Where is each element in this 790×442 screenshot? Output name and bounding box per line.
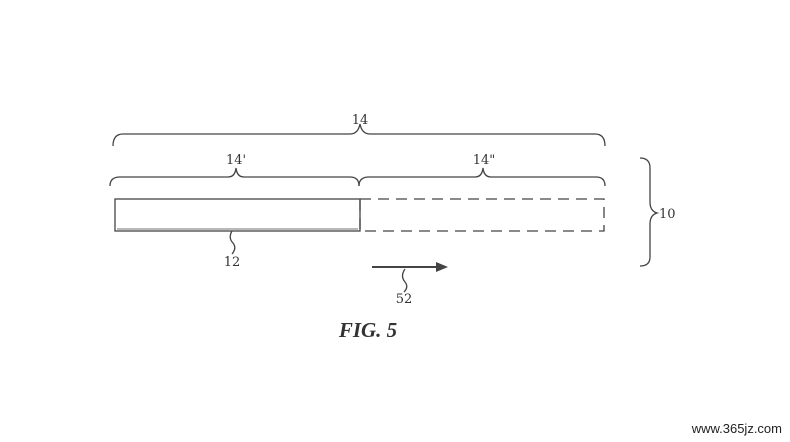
direction-arrow-head (436, 262, 448, 272)
brace-14 (112, 123, 606, 147)
label-14: 14 (352, 113, 369, 128)
watermark-text: www.365jz.com (691, 421, 782, 436)
figure-caption: FIG. 5 (338, 318, 397, 342)
brace-10 (639, 157, 660, 267)
label-52: 52 (396, 292, 413, 307)
dashed-member (359, 198, 605, 232)
brace-14-prime (109, 167, 360, 187)
brace-14-double-prime (358, 167, 606, 187)
leader-12 (229, 230, 236, 255)
label-14-double-prime: 14" (473, 153, 496, 168)
solid-member (114, 198, 361, 232)
leader-52 (401, 268, 408, 293)
label-10: 10 (659, 207, 676, 222)
label-14-prime: 14' (226, 153, 246, 168)
label-12: 12 (224, 255, 241, 270)
